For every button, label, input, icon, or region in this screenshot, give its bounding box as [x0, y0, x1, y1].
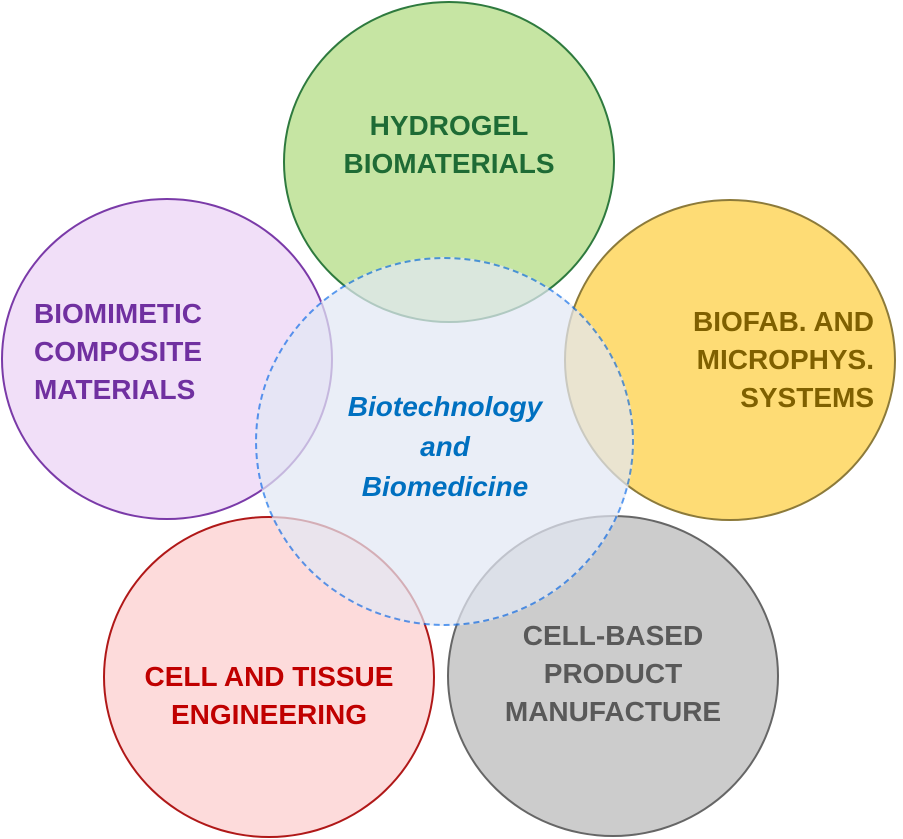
- hydrogel-label: HYDROGEL BIOMATERIALS: [283, 107, 615, 183]
- cell-tissue-label-line: CELL AND TISSUE: [144, 661, 394, 692]
- cell-tissue-label-line: ENGINEERING: [170, 699, 368, 730]
- center-label-line: and: [420, 431, 470, 462]
- center-label-line: Biotechnology: [347, 391, 543, 422]
- center-label: Biotechnology and Biomedicine: [295, 387, 595, 507]
- biomimetic-label-line: MATERIALS: [34, 374, 196, 405]
- cell-based-label-line: PRODUCT: [543, 658, 683, 689]
- cell-tissue-label: CELL AND TISSUE ENGINEERING: [103, 658, 435, 734]
- biofab-label-line: MICROPHYS.: [696, 344, 874, 375]
- biomimetic-label: BIOMIMETIC COMPOSITE MATERIALS: [34, 295, 202, 409]
- hydrogel-label-line: HYDROGEL: [369, 110, 529, 141]
- biofab-label-line: BIOFAB. AND: [693, 306, 874, 337]
- biofab-label: BIOFAB. AND MICROPHYS. SYSTEMS: [693, 303, 874, 417]
- hydrogel-label-line: BIOMATERIALS: [343, 148, 555, 179]
- biofab-label-line: SYSTEMS: [740, 382, 874, 413]
- biomimetic-label-line: BIOMIMETIC: [34, 298, 202, 329]
- cell-based-label-line: CELL-BASED: [522, 620, 704, 651]
- cell-based-label-line: MANUFACTURE: [504, 696, 722, 727]
- center-label-line: Biomedicine: [361, 471, 529, 502]
- cell-based-label: CELL-BASED PRODUCT MANUFACTURE: [447, 617, 779, 731]
- center-circle: [255, 257, 634, 626]
- biomimetic-label-line: COMPOSITE: [34, 336, 203, 367]
